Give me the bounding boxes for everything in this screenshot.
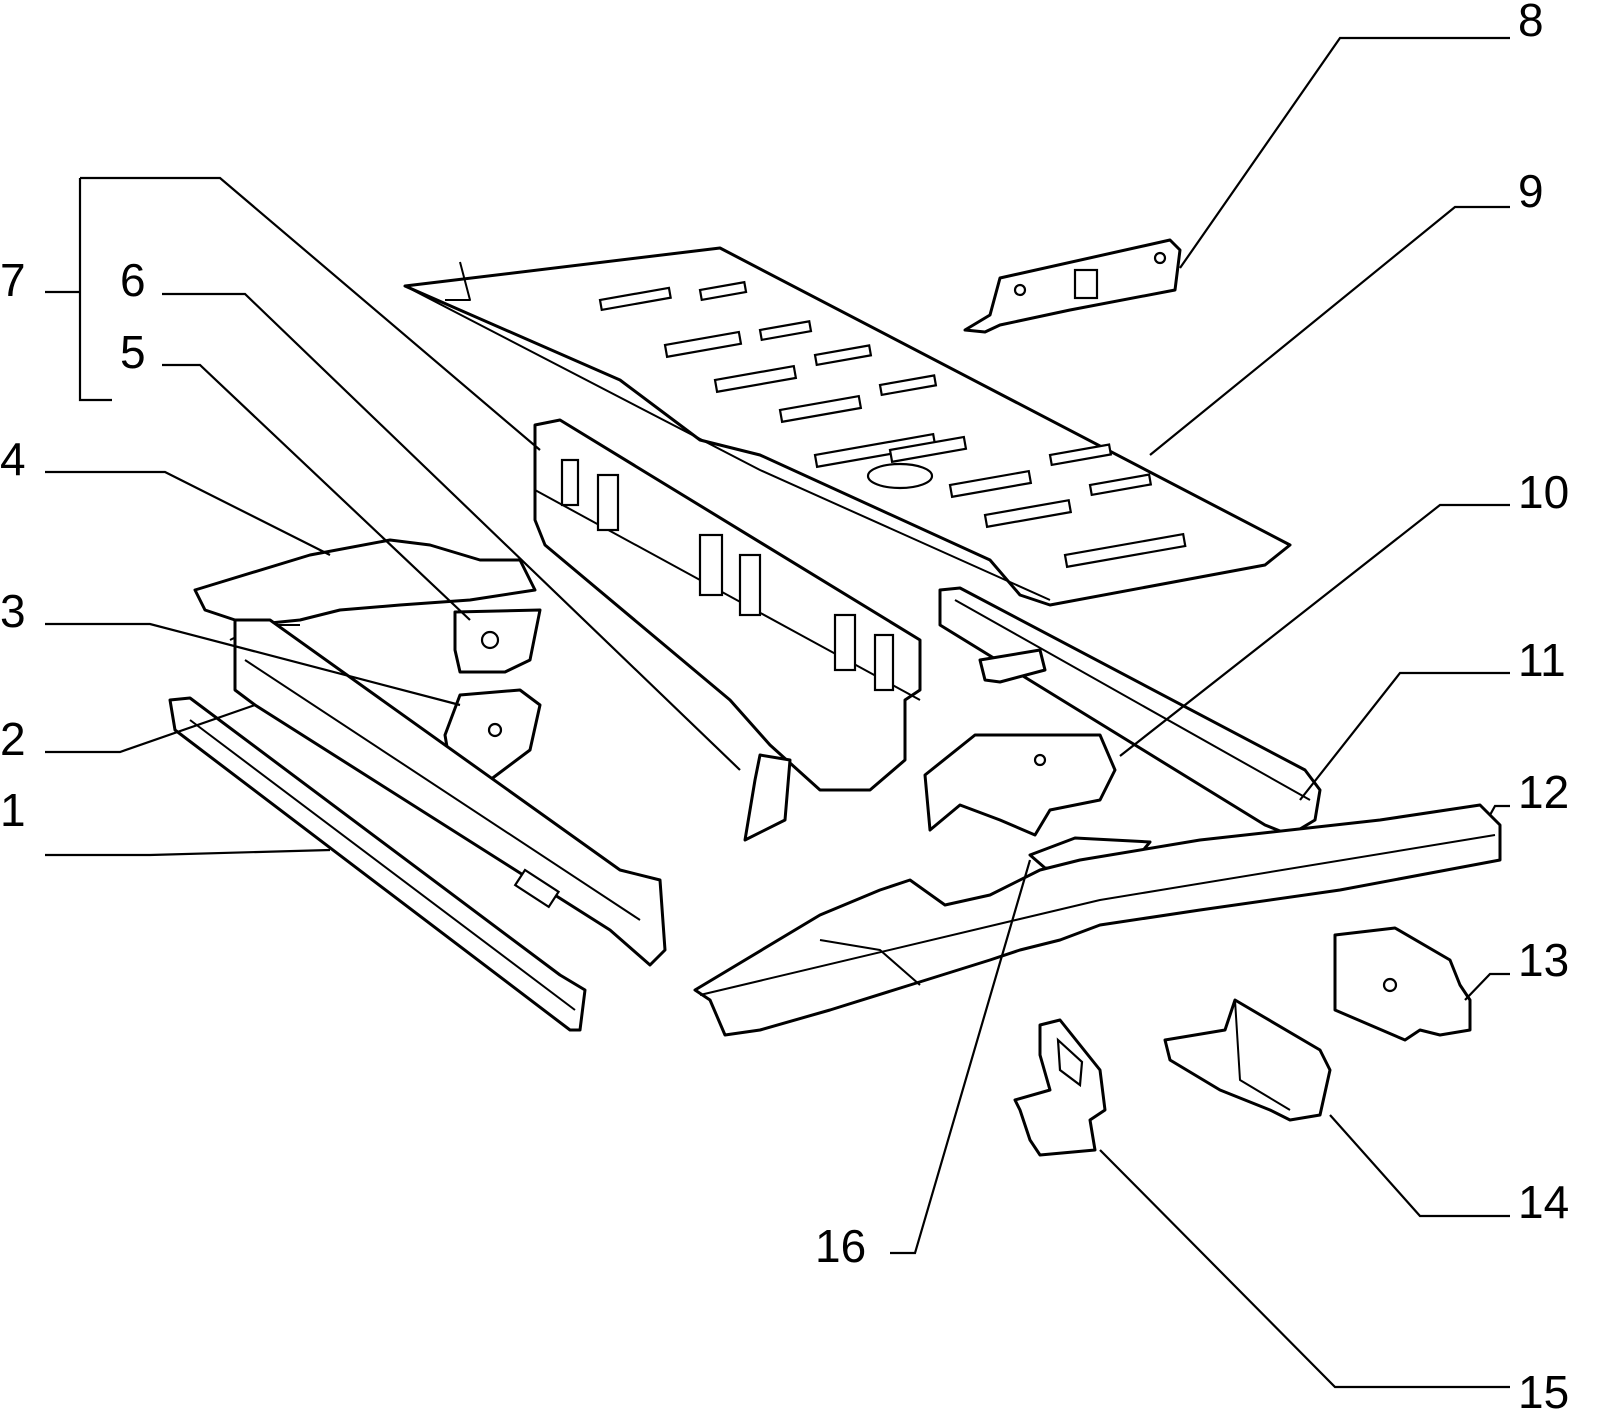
leader-8 xyxy=(1179,36,1510,269)
leader-9 xyxy=(1149,205,1510,456)
part-3-bracket xyxy=(443,688,542,782)
leader-12 xyxy=(1489,804,1510,816)
callout-labels: 1 2 3 4 5 6 7 8 9 10 11 12 13 14 15 16 xyxy=(0,0,1569,1414)
part-5-bracket xyxy=(453,608,542,674)
part-9-floor-panel xyxy=(403,246,1292,607)
leader-5 xyxy=(162,363,471,621)
leader-10 xyxy=(1119,503,1510,757)
callout-13: 13 xyxy=(1518,934,1569,986)
callout-6: 6 xyxy=(120,254,146,306)
leader-11 xyxy=(1299,671,1510,801)
leader-1 xyxy=(45,848,331,857)
callout-16: 16 xyxy=(815,1220,866,1272)
part-15-bracket xyxy=(1013,1018,1107,1157)
callout-9: 9 xyxy=(1518,165,1544,217)
part-8-bracket xyxy=(963,238,1182,334)
callout-5: 5 xyxy=(120,326,146,378)
leader-3 xyxy=(45,622,461,707)
leader-14 xyxy=(1329,1114,1510,1218)
leader-15 xyxy=(1099,1149,1510,1389)
part-14-bracket xyxy=(1163,998,1332,1122)
callout-3: 3 xyxy=(0,585,26,637)
callout-2: 2 xyxy=(0,713,26,765)
callout-11: 11 xyxy=(1518,634,1566,686)
callout-10: 10 xyxy=(1518,466,1569,518)
part-11-rail xyxy=(938,586,1322,837)
part-13-box-bracket xyxy=(1333,926,1472,1042)
callout-1: 1 xyxy=(0,784,26,836)
part-1-sill xyxy=(168,696,587,1032)
leader-7-bracket xyxy=(45,178,112,402)
callout-7: 7 xyxy=(0,254,26,306)
leader-13 xyxy=(1464,972,1510,1001)
callout-4: 4 xyxy=(0,433,26,485)
part-2-side-rail xyxy=(233,618,667,967)
leader-2 xyxy=(45,703,256,754)
leader-6 xyxy=(162,292,741,771)
part-10-bracket xyxy=(923,733,1117,837)
callout-15: 15 xyxy=(1518,1366,1569,1414)
leader-7 xyxy=(80,176,541,451)
leader-4 xyxy=(45,470,331,556)
leader-16 xyxy=(890,859,1032,1255)
part-12-frame-member xyxy=(693,803,1502,1037)
callout-8: 8 xyxy=(1518,0,1544,46)
part-7-cross-member xyxy=(533,418,922,842)
callout-12: 12 xyxy=(1518,766,1569,818)
callout-14: 14 xyxy=(1518,1176,1569,1228)
leader-lines xyxy=(45,36,1510,1389)
